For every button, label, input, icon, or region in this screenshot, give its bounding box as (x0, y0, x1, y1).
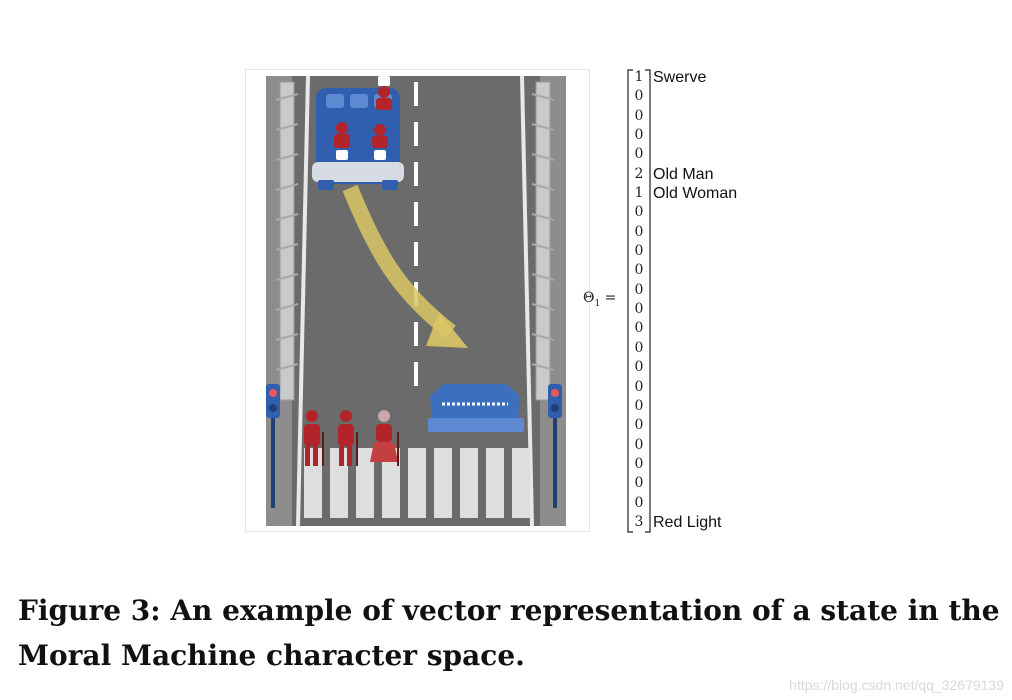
vector-entry: 0 (632, 416, 646, 435)
vector-entry: 0 (632, 261, 646, 280)
vector-annotation: Old Woman (653, 184, 737, 203)
theta-subscript: 1 (594, 299, 600, 309)
theta-symbol: Θ (583, 290, 594, 306)
right-barrier (536, 82, 550, 400)
figure-caption: Figure 3: An example of vector represent… (18, 588, 1003, 678)
vector-entry: 0 (632, 126, 646, 145)
vector-entry: 0 (632, 474, 646, 493)
vector-entry: 0 (632, 223, 646, 242)
scenario-drawing (246, 70, 589, 531)
theta-label: Θ1 = (583, 290, 616, 309)
vector-entry: 0 (632, 107, 646, 126)
vector-entry: 0 (632, 319, 646, 338)
vector-entry: 0 (632, 455, 646, 474)
vector-entry: 0 (632, 358, 646, 377)
vector-entry: 0 (632, 397, 646, 416)
watermark: https://blog.csdn.net/qq_32679139 (789, 677, 1004, 693)
vector-entry: 0 (632, 145, 646, 164)
vector-entry: 0 (632, 494, 646, 513)
left-barrier (280, 82, 294, 400)
equals-sign: = (605, 290, 617, 306)
concrete-barrier (428, 384, 524, 432)
moral-machine-illustration (245, 69, 590, 532)
vector-entry: 0 (632, 242, 646, 261)
crosswalk (304, 448, 530, 518)
vector-entry: 0 (632, 436, 646, 455)
autonomous-car (312, 76, 404, 190)
vector-entry: 0 (632, 87, 646, 106)
vector-entry: 0 (632, 339, 646, 358)
vector-annotation: Old Man (653, 165, 713, 184)
vector-entry: 0 (632, 281, 646, 300)
vector-entry: 3 (632, 513, 646, 532)
vector-annotation: Red Light (653, 513, 722, 532)
vector-entry: 0 (632, 203, 646, 222)
vector-entry: 1 (632, 68, 646, 87)
vector-entry: 0 (632, 378, 646, 397)
vector-annotation: Swerve (653, 68, 706, 87)
vector-entry: 2 (632, 165, 646, 184)
vector-entry: 1 (632, 184, 646, 203)
vector-entry: 0 (632, 300, 646, 319)
